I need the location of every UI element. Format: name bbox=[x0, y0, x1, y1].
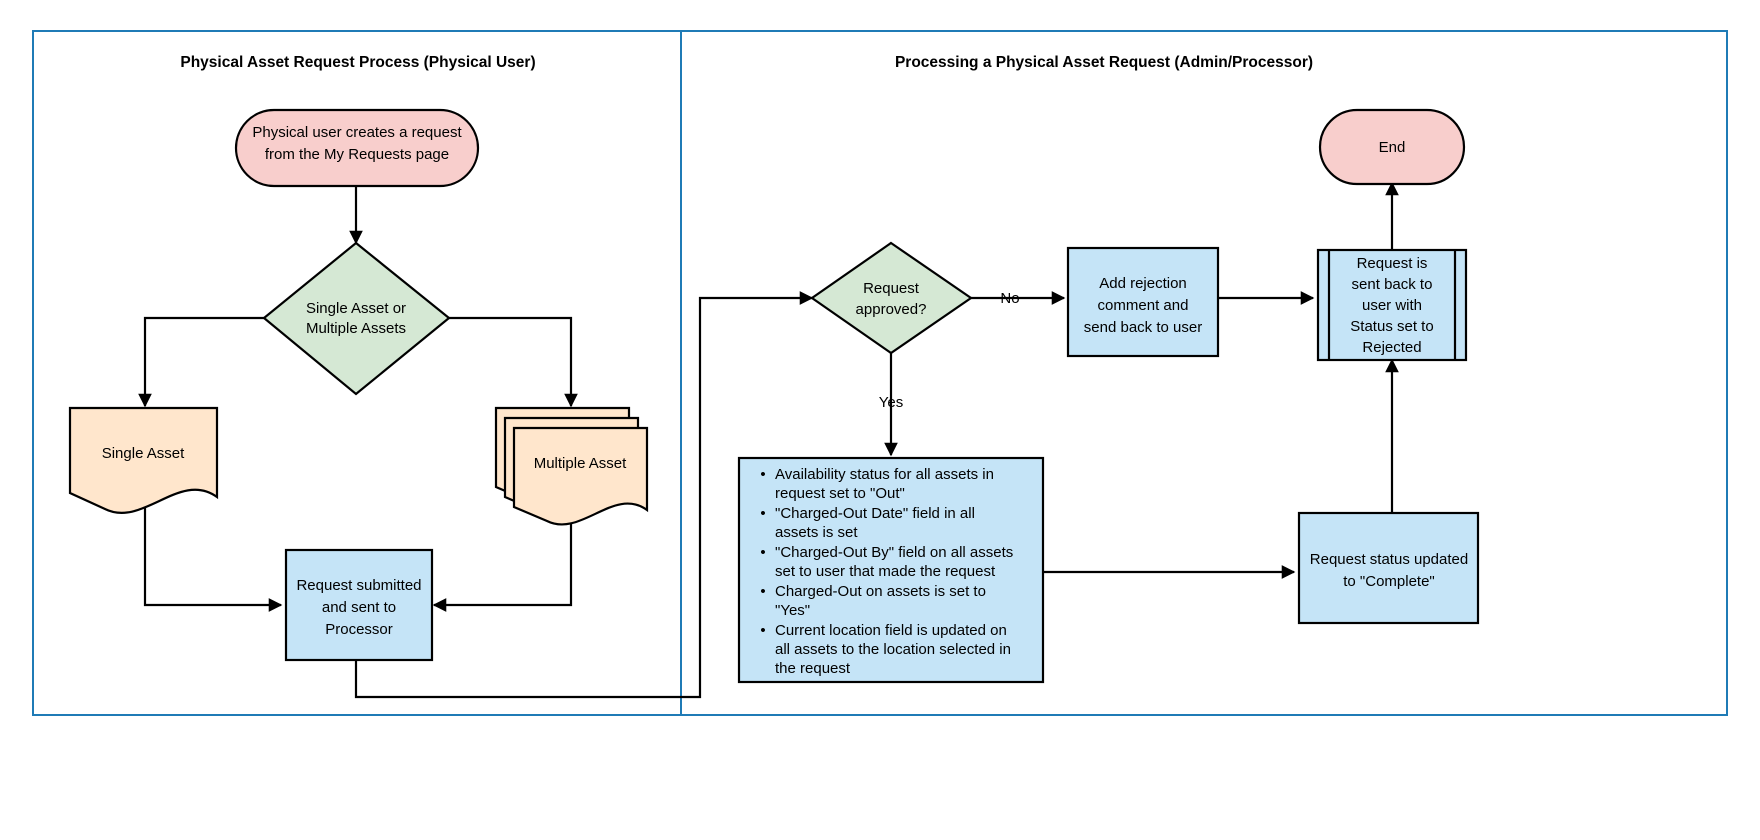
node-start[interactable]: Physical user creates a request from the… bbox=[234, 108, 480, 188]
panel-user-title: Physical Asset Request Process (Physical… bbox=[180, 54, 535, 71]
asset-count-label-line1: Single Asset or bbox=[306, 300, 406, 317]
panel-admin-border bbox=[680, 30, 1728, 716]
node-asset-updates[interactable]: • Availability status for all assets in … bbox=[737, 456, 1045, 684]
multiple-asset-document-front[interactable] bbox=[512, 426, 649, 526]
sent-back-line2: sent back to bbox=[1352, 276, 1433, 293]
sent-back-line4: Status set to bbox=[1350, 318, 1433, 335]
add-rejection-shape[interactable] bbox=[1066, 246, 1220, 358]
asset-updates-b5-l3: the request bbox=[775, 660, 851, 677]
edges-admin-panel: No Yes bbox=[879, 181, 1399, 579]
end-label: End bbox=[1379, 139, 1406, 156]
status-complete-line2: to "Complete" bbox=[1343, 573, 1435, 590]
multiple-asset-label: Multiple Asset bbox=[534, 455, 627, 472]
bullet-dot-1: • bbox=[760, 466, 765, 483]
node-sent-back-rejected[interactable]: Request is sent back to user with Status… bbox=[1316, 248, 1468, 362]
single-asset-document-shape[interactable] bbox=[68, 406, 219, 514]
bullet-dot-3: • bbox=[760, 544, 765, 561]
asset-updates-b2-l2: assets is set bbox=[775, 524, 858, 541]
request-submitted-line2: and sent to bbox=[322, 599, 396, 616]
asset-updates-b2-l1: "Charged-Out Date" field in all bbox=[775, 505, 975, 522]
edge-decision-to-single bbox=[138, 316, 265, 408]
sent-back-line1: Request is bbox=[1357, 255, 1428, 272]
asset-updates-b4-l1: Charged-Out on assets is set to bbox=[775, 583, 986, 600]
asset-updates-shape[interactable] bbox=[737, 456, 1045, 684]
panel-admin: Processing a Physical Asset Request (Adm… bbox=[680, 30, 1728, 716]
edge-decision-to-multiple bbox=[448, 316, 578, 408]
request-submitted-line1: Request submitted bbox=[296, 577, 421, 594]
bullet-dot-4: • bbox=[760, 583, 765, 600]
start-label-line1: Physical user creates a request bbox=[252, 124, 462, 141]
node-request-approved-decision[interactable]: Request approved? bbox=[810, 241, 973, 355]
asset-updates-b1-l2: request set to "Out" bbox=[775, 485, 905, 502]
start-label-line2: from the My Requests page bbox=[265, 146, 449, 163]
bullet-dot-2: • bbox=[760, 505, 765, 522]
request-submitted-shape[interactable] bbox=[284, 548, 434, 662]
start-terminator-shape[interactable] bbox=[234, 108, 480, 188]
end-terminator-shape[interactable] bbox=[1318, 108, 1466, 186]
asset-count-decision-shape[interactable] bbox=[262, 241, 451, 396]
edge-submitted-to-approved bbox=[354, 291, 814, 699]
node-request-submitted[interactable]: Request submitted and sent to Processor bbox=[284, 548, 434, 662]
edge-single-to-submitted bbox=[143, 500, 283, 612]
sent-back-shape[interactable] bbox=[1316, 248, 1468, 362]
request-approved-shape[interactable] bbox=[810, 241, 973, 355]
asset-updates-b3-l1: "Charged-Out By" field on all assets bbox=[775, 544, 1013, 561]
sent-back-line5: Rejected bbox=[1362, 339, 1421, 356]
single-asset-label: Single Asset bbox=[102, 445, 185, 462]
edge-label-yes: Yes bbox=[879, 394, 903, 411]
panel-admin-title: Processing a Physical Asset Request (Adm… bbox=[895, 54, 1313, 71]
edges-user-panel bbox=[138, 185, 814, 699]
add-rejection-line3: send back to user bbox=[1084, 319, 1202, 336]
node-status-complete[interactable]: Request status updated to "Complete" bbox=[1297, 511, 1480, 625]
node-end[interactable]: End bbox=[1318, 108, 1466, 186]
request-submitted-line3: Processor bbox=[325, 621, 393, 638]
asset-count-label-line2: Multiple Assets bbox=[306, 320, 406, 337]
asset-updates-b5-l2: all assets to the location selected in bbox=[775, 641, 1011, 658]
bullet-dot-5: • bbox=[760, 622, 765, 639]
edge-multiple-to-submitted bbox=[432, 510, 573, 612]
asset-updates-b4-l2: "Yes" bbox=[775, 602, 810, 619]
add-rejection-line1: Add rejection bbox=[1099, 275, 1187, 292]
add-rejection-line2: comment and bbox=[1098, 297, 1189, 314]
status-complete-line1: Request status updated bbox=[1310, 551, 1468, 568]
asset-updates-b5-l1: Current location field is updated on bbox=[775, 622, 1007, 639]
edge-label-no: No bbox=[1000, 290, 1019, 307]
node-add-rejection-comment[interactable]: Add rejection comment and send back to u… bbox=[1066, 246, 1220, 358]
node-multiple-asset[interactable]: Multiple Asset bbox=[494, 406, 649, 526]
asset-updates-b3-l2: set to user that made the request bbox=[775, 563, 996, 580]
status-complete-shape[interactable] bbox=[1297, 511, 1480, 625]
request-approved-line2: approved? bbox=[856, 301, 927, 318]
node-asset-count-decision[interactable]: Single Asset or Multiple Assets bbox=[262, 241, 451, 396]
node-single-asset[interactable]: Single Asset bbox=[68, 406, 219, 514]
asset-updates-b1-l1: Availability status for all assets in bbox=[775, 466, 994, 483]
sent-back-line3: user with bbox=[1362, 297, 1422, 314]
request-approved-line1: Request bbox=[863, 280, 920, 297]
